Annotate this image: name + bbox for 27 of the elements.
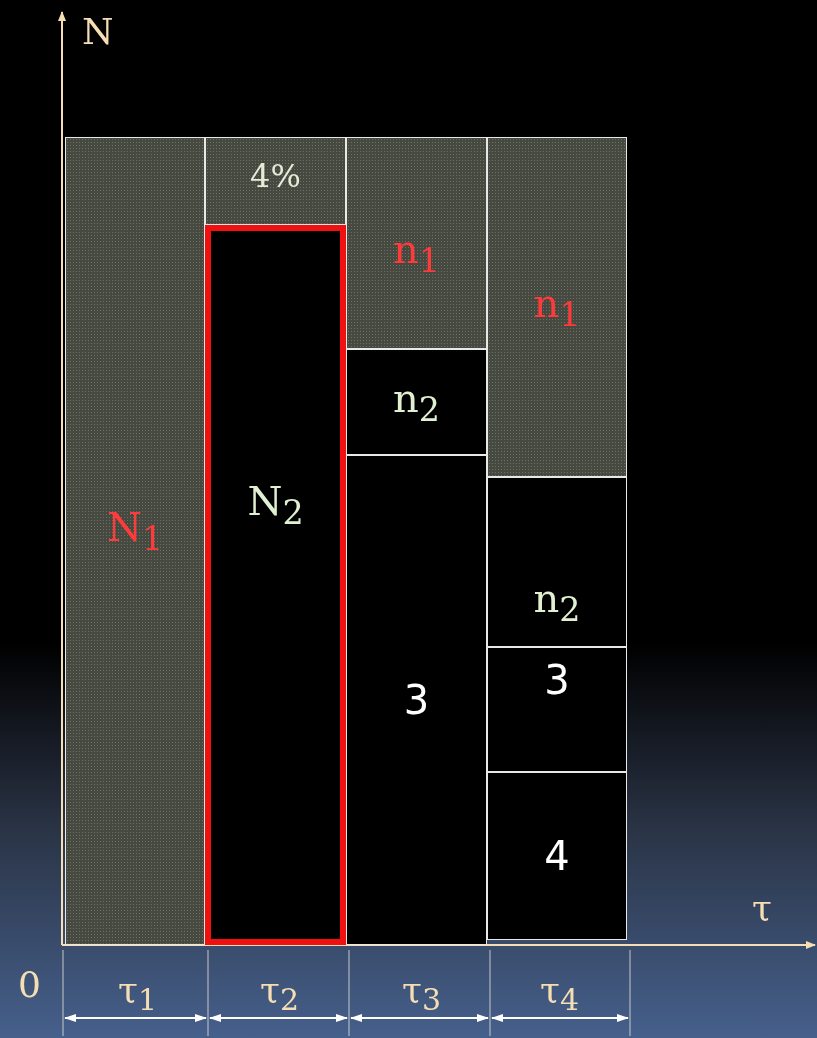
bar-segment xyxy=(487,477,627,647)
segment-number: 3 xyxy=(544,659,570,700)
bar-segment xyxy=(487,647,627,772)
interval-label: τ$_{2}$ xyxy=(260,972,299,1016)
bar-segment xyxy=(205,137,346,225)
segment-number: 4 xyxy=(544,836,570,876)
bar-segment xyxy=(346,137,487,349)
bar-segment xyxy=(487,772,627,940)
interval-label: τ$_{1}$ xyxy=(118,972,157,1016)
segment-label: n$_{2}$ xyxy=(393,377,440,427)
origin-label: 0 xyxy=(18,967,41,1003)
bar-segment xyxy=(487,137,627,477)
interval-label: τ$_{4}$ xyxy=(540,972,579,1016)
bar-segment xyxy=(65,137,205,945)
segment-label: n$_{1}$ xyxy=(533,282,581,332)
highlighted-bar xyxy=(205,225,346,945)
bar-segment xyxy=(346,455,487,945)
segment-label: N$_{1}$ xyxy=(106,506,164,556)
segment-number: 3 xyxy=(403,680,430,720)
axis-label: τ xyxy=(752,890,772,926)
segment-label: n$_{2}$ xyxy=(533,577,581,627)
axis-label: N xyxy=(82,14,114,50)
interval-label: τ$_{3}$ xyxy=(402,972,441,1016)
segment-label: N$_{2}$ xyxy=(247,480,304,530)
segment-label: 4% xyxy=(250,160,301,192)
bar-segment xyxy=(346,349,487,455)
segment-label: n$_{1}$ xyxy=(393,228,440,278)
